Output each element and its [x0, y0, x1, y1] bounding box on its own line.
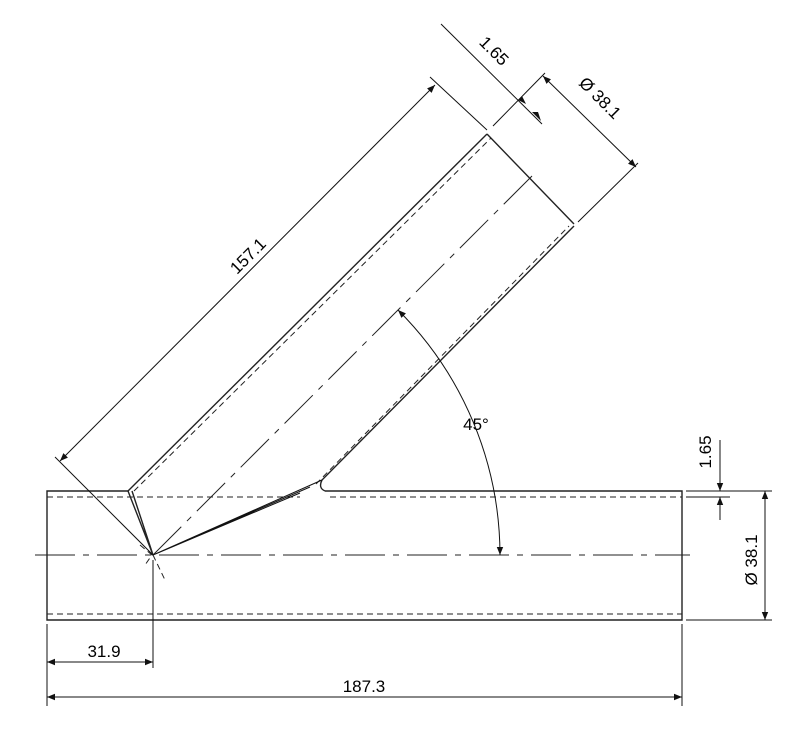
dimension-angle: 45°	[397, 309, 504, 556]
dimension-branch-wall: 1.65	[440, 23, 546, 127]
branch-offset-label: 31.9	[87, 642, 120, 661]
main-wall-label: 1.65	[696, 435, 715, 468]
main-diameter-label: Ø 38.1	[742, 534, 761, 585]
branch-length-label: 157.1	[226, 234, 270, 278]
dimension-main-wall: 1.65	[686, 435, 772, 520]
dimension-branch-diameter: Ø 38.1	[542, 73, 639, 223]
branch-diameter-label: Ø 38.1	[575, 73, 625, 123]
main-length-label: 187.3	[343, 677, 386, 696]
dimension-main-diameter: Ø 38.1	[686, 491, 772, 621]
angle-label: 45°	[463, 415, 489, 434]
dimension-main-length: 187.3	[47, 624, 683, 706]
branch-tube	[127, 133, 575, 581]
main-tube	[35, 490, 690, 621]
branch-centerline	[152, 174, 534, 556]
dimension-branch-offset: 31.9	[46, 560, 154, 706]
dimension-branch-length: 157.1	[54, 76, 488, 556]
